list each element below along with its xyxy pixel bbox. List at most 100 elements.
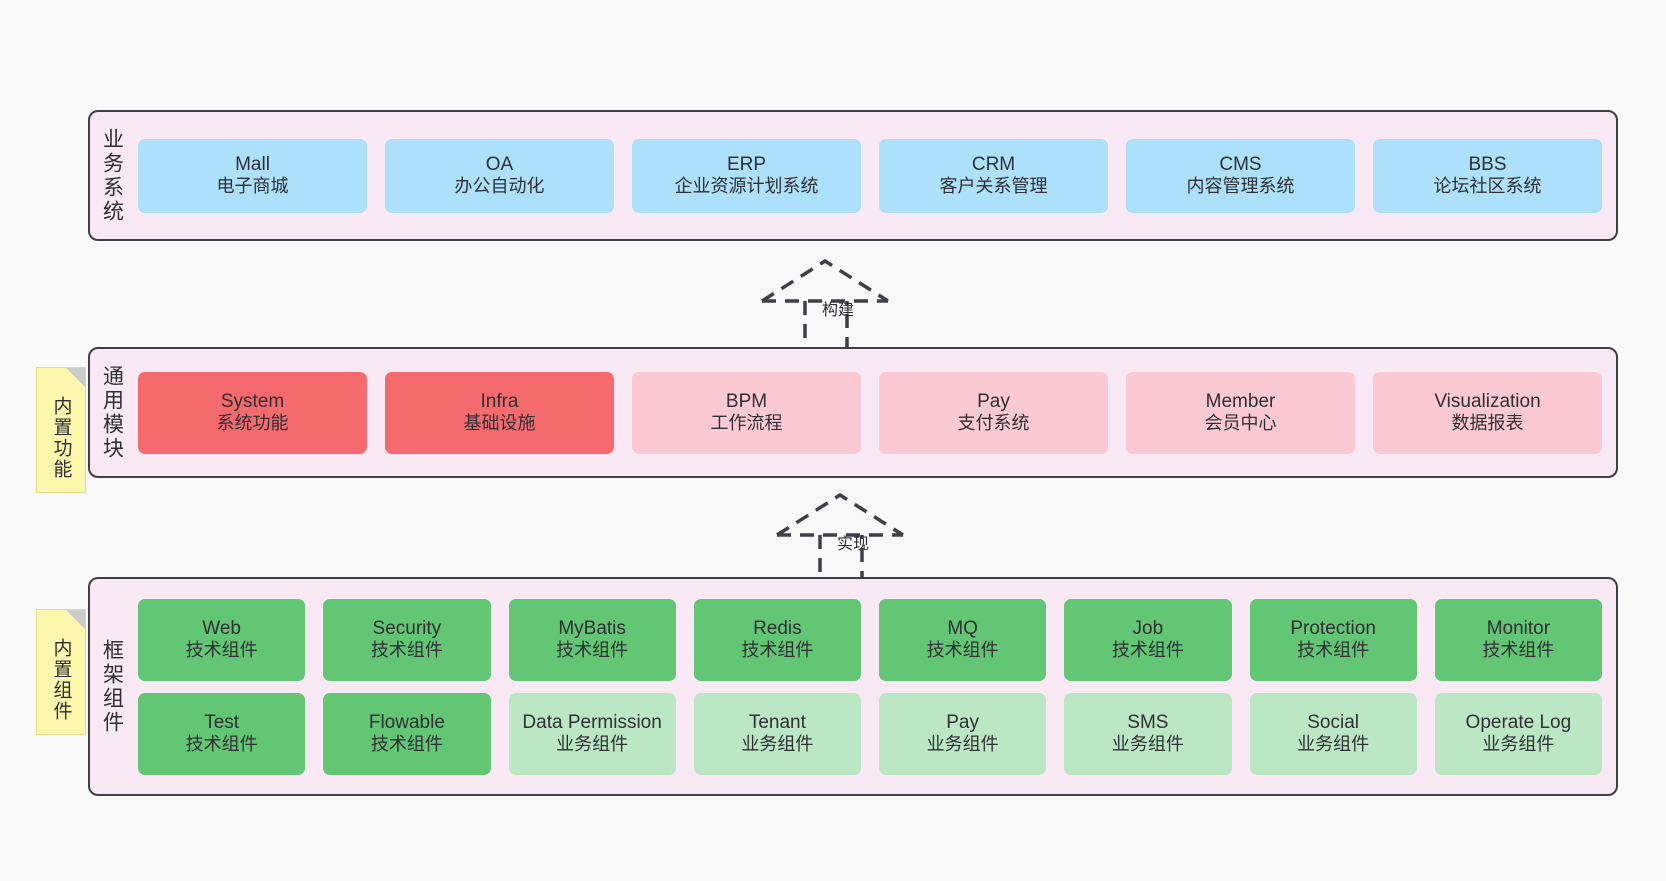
box-job[interactable]: Job 技术组件: [1064, 598, 1232, 681]
box-protection-subtitle: 技术组件: [1297, 640, 1370, 661]
box-infra[interactable]: Infra 基础设施: [385, 371, 614, 454]
connector-implement: 实现: [772, 490, 932, 590]
box-crm[interactable]: CRM 客户关系管理: [879, 138, 1108, 213]
box-infra-subtitle: 基础设施: [463, 413, 536, 434]
box-sms-title: SMS: [1127, 711, 1169, 733]
note-builtin-function: 内置功能: [36, 367, 86, 493]
box-web[interactable]: Web 技术组件: [138, 598, 306, 681]
box-mq[interactable]: MQ 技术组件: [879, 598, 1047, 681]
box-bbs-title: BBS: [1468, 153, 1507, 175]
box-oa-title: OA: [485, 153, 514, 175]
box-redis-subtitle: 技术组件: [741, 640, 814, 661]
box-test-subtitle: 技术组件: [185, 734, 258, 755]
box-tenant[interactable]: Tenant 业务组件: [693, 692, 861, 775]
box-system-title: System: [220, 390, 285, 412]
box-mall-subtitle: 电子商城: [216, 176, 289, 197]
box-social-subtitle: 业务组件: [1297, 734, 1370, 755]
box-mq-title: MQ: [947, 617, 978, 639]
box-monitor-title: Monitor: [1486, 617, 1551, 639]
box-bpm-subtitle: 工作流程: [710, 413, 783, 434]
business-row: Mall 电子商城 OA 办公自动化 ERP 企业资源计划系统 CRM 客户关系…: [138, 138, 1602, 213]
box-tenant-title: Tenant: [748, 711, 806, 733]
box-crm-subtitle: 客户关系管理: [939, 176, 1048, 197]
layer-framework-components: 框架组件 Web 技术组件 Security 技术组件 MyBatis 技术组件…: [88, 577, 1618, 796]
box-system[interactable]: System 系统功能: [138, 371, 367, 454]
layer-common-modules-label: 通用模块: [100, 364, 124, 461]
box-job-title: Job: [1132, 617, 1164, 639]
box-security-title: Security: [372, 617, 442, 639]
layer-common-modules: 通用模块 System 系统功能 Infra 基础设施 BPM 工作流程 Pay…: [88, 347, 1618, 478]
box-cms-subtitle: 内容管理系统: [1186, 176, 1295, 197]
box-test[interactable]: Test 技术组件: [138, 692, 306, 775]
box-mall-title: Mall: [235, 153, 270, 175]
box-erp[interactable]: ERP 企业资源计划系统: [632, 138, 861, 213]
box-test-title: Test: [204, 711, 240, 733]
box-flowable[interactable]: Flowable 技术组件: [323, 692, 491, 775]
box-crm-title: CRM: [971, 153, 1016, 175]
box-protection-title: Protection: [1290, 617, 1376, 639]
box-web-title: Web: [202, 617, 241, 639]
box-pay-component[interactable]: Pay 业务组件: [879, 692, 1047, 775]
box-social[interactable]: Social 业务组件: [1249, 692, 1417, 775]
box-infra-title: Infra: [480, 390, 519, 412]
connector-implement-label: 实现: [837, 536, 870, 553]
box-social-title: Social: [1307, 711, 1359, 733]
box-bpm-title: BPM: [725, 390, 768, 412]
box-pay-module-title: Pay: [977, 390, 1010, 412]
box-monitor[interactable]: Monitor 技术组件: [1434, 598, 1602, 681]
layer-business-systems-body: Mall 电子商城 OA 办公自动化 ERP 企业资源计划系统 CRM 客户关系…: [134, 112, 1616, 239]
box-operate-log[interactable]: Operate Log 业务组件: [1434, 692, 1602, 775]
layer-business-systems: 业务系统 Mall 电子商城 OA 办公自动化 ERP 企业资源计划系统 CRM…: [88, 110, 1618, 241]
box-bpm[interactable]: BPM 工作流程: [632, 371, 861, 454]
framework-row-technical: Web 技术组件 Security 技术组件 MyBatis 技术组件 Redi…: [138, 598, 1602, 681]
box-tenant-subtitle: 业务组件: [741, 734, 814, 755]
box-data-permission[interactable]: Data Permission 业务组件: [508, 692, 676, 775]
box-cms-title: CMS: [1219, 153, 1262, 175]
box-bbs[interactable]: BBS 论坛社区系统: [1373, 138, 1602, 213]
box-protection[interactable]: Protection 技术组件: [1249, 598, 1417, 681]
box-flowable-title: Flowable: [368, 711, 445, 733]
box-data-permission-subtitle: 业务组件: [556, 734, 629, 755]
framework-row-business: Test 技术组件 Flowable 技术组件 Data Permission …: [138, 692, 1602, 775]
box-cms[interactable]: CMS 内容管理系统: [1126, 138, 1355, 213]
box-bbs-subtitle: 论坛社区系统: [1433, 176, 1542, 197]
layer-common-modules-body: System 系统功能 Infra 基础设施 BPM 工作流程 Pay 支付系统…: [134, 349, 1616, 476]
box-pay-component-title: Pay: [946, 711, 979, 733]
box-pay-module-subtitle: 支付系统: [957, 413, 1030, 434]
box-operate-log-subtitle: 业务组件: [1482, 734, 1555, 755]
box-operate-log-title: Operate Log: [1465, 711, 1572, 733]
box-job-subtitle: 技术组件: [1111, 640, 1184, 661]
layer-business-systems-label: 业务系统: [100, 127, 124, 224]
box-mall[interactable]: Mall 电子商城: [138, 138, 367, 213]
box-mq-subtitle: 技术组件: [926, 640, 999, 661]
box-mybatis-subtitle: 技术组件: [556, 640, 629, 661]
box-flowable-subtitle: 技术组件: [370, 734, 443, 755]
box-oa[interactable]: OA 办公自动化: [385, 138, 614, 213]
box-erp-title: ERP: [726, 153, 767, 175]
box-system-subtitle: 系统功能: [216, 413, 289, 434]
box-member-title: Member: [1205, 390, 1276, 412]
box-security-subtitle: 技术组件: [370, 640, 443, 661]
note-builtin-component: 内置组件: [36, 609, 86, 735]
box-redis[interactable]: Redis 技术组件: [693, 598, 861, 681]
box-web-subtitle: 技术组件: [185, 640, 258, 661]
box-member[interactable]: Member 会员中心: [1126, 371, 1355, 454]
box-sms[interactable]: SMS 业务组件: [1064, 692, 1232, 775]
note-builtin-component-label: 内置组件: [50, 638, 72, 722]
box-data-permission-title: Data Permission: [522, 711, 662, 733]
connector-build: 构建: [757, 256, 917, 356]
layer-framework-components-label: 框架组件: [100, 638, 124, 735]
box-mybatis[interactable]: MyBatis 技术组件: [508, 598, 676, 681]
box-redis-title: Redis: [753, 617, 802, 639]
box-pay-module[interactable]: Pay 支付系统: [879, 371, 1108, 454]
box-visualization-title: Visualization: [1434, 390, 1541, 412]
box-visualization-subtitle: 数据报表: [1451, 413, 1524, 434]
connector-build-label: 构建: [822, 302, 855, 319]
box-mybatis-title: MyBatis: [558, 617, 626, 639]
box-erp-subtitle: 企业资源计划系统: [674, 176, 819, 197]
layer-framework-components-body: Web 技术组件 Security 技术组件 MyBatis 技术组件 Redi…: [134, 579, 1616, 794]
box-visualization[interactable]: Visualization 数据报表: [1373, 371, 1602, 454]
common-row: System 系统功能 Infra 基础设施 BPM 工作流程 Pay 支付系统…: [138, 371, 1602, 454]
box-security[interactable]: Security 技术组件: [323, 598, 491, 681]
